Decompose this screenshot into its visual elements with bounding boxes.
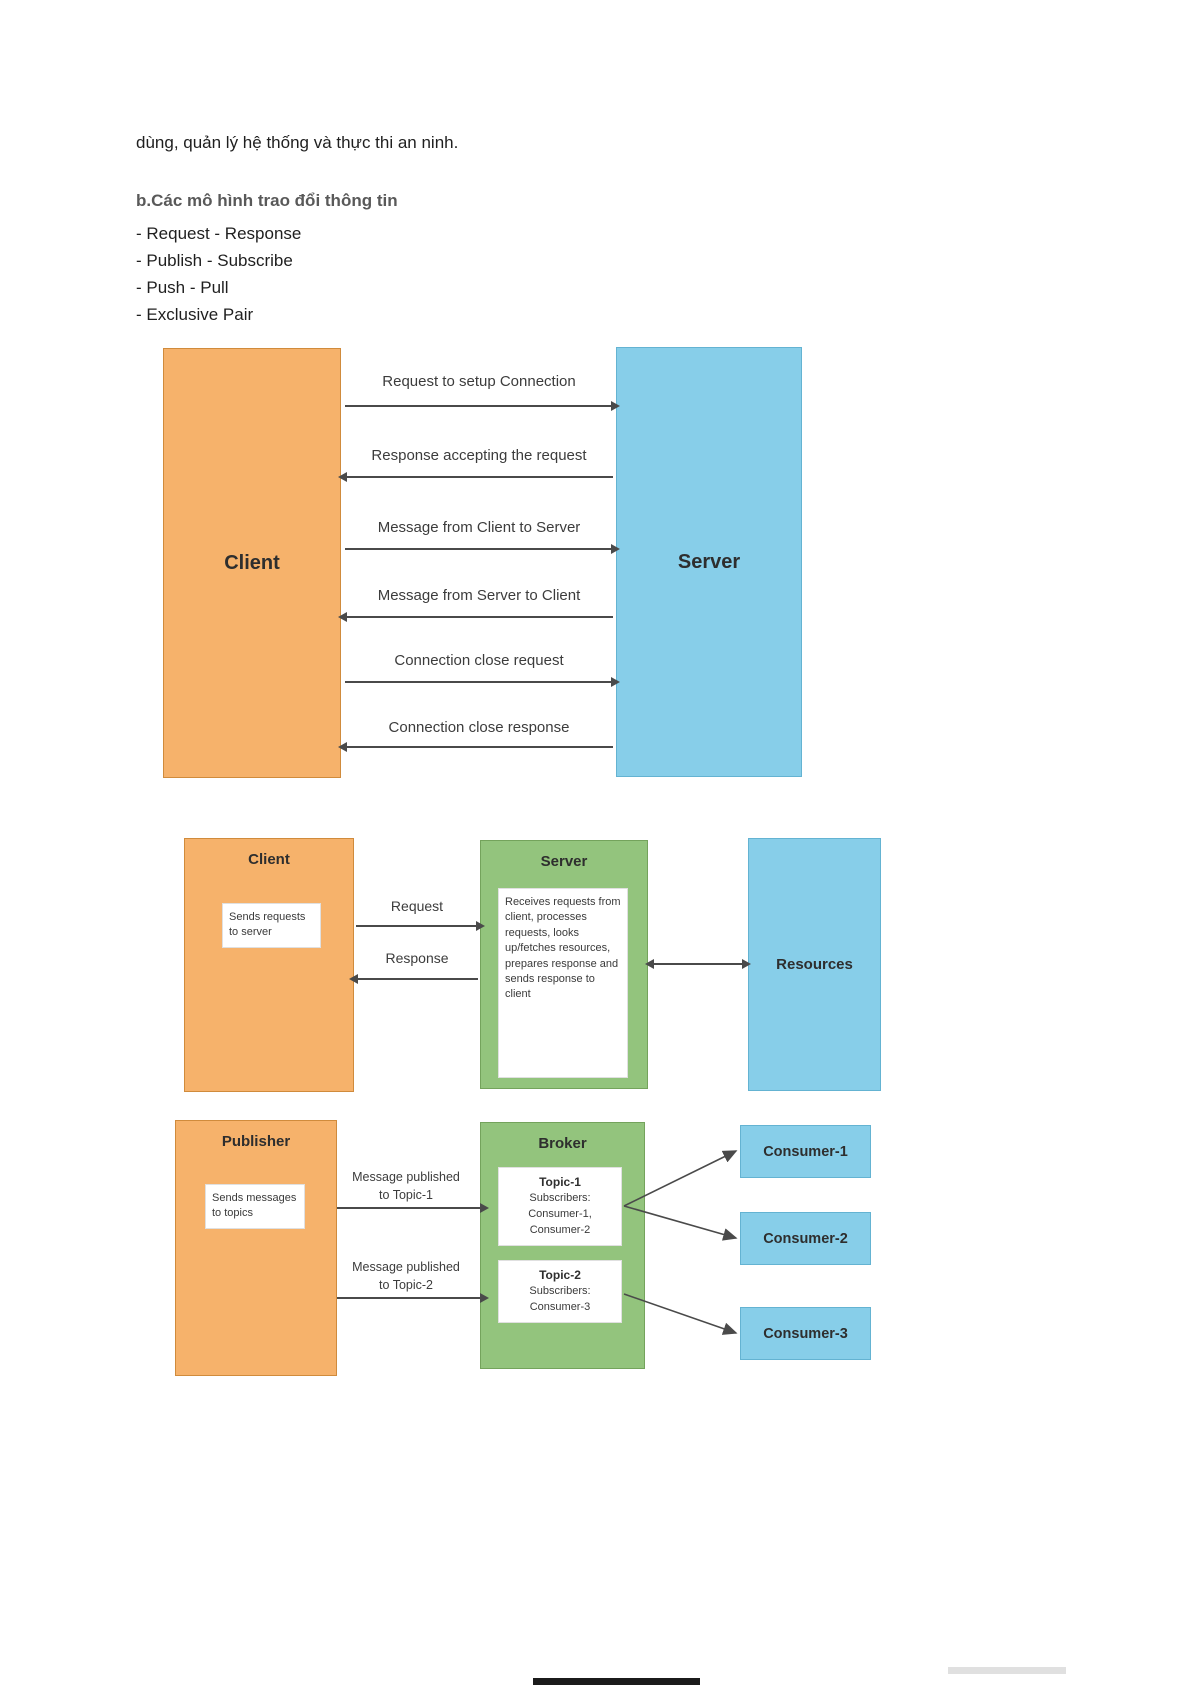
request-arrow [356,921,485,931]
topic1-title: Topic-1 [539,1175,581,1189]
client-note: Sends requests to server [222,903,321,948]
message-label-2: Message published to Topic-2 [352,1260,460,1293]
arrow-label: Connection close request [394,652,564,669]
section-heading: b.Các mô hình trao đổi thông tin [136,191,398,210]
client-label: Client [224,551,280,574]
arrow-label: Message from Client to Server [377,519,581,536]
arrow-right [345,401,620,411]
footer-smudge [948,1667,1066,1674]
list-item: - Request - Response [136,224,302,243]
topic2-title: Topic-2 [539,1268,581,1282]
publish-arrow-2 [337,1293,489,1303]
client-title: Client [248,851,290,868]
client-box-2: Client [184,838,354,1092]
publisher-box: Publisher [175,1120,337,1376]
consumer-1-box: Consumer-1 [740,1125,871,1178]
server-title: Server [540,853,588,870]
consumer-2-box: Consumer-2 [740,1212,871,1265]
topic1-line: Subscribers: [529,1192,591,1205]
topic2-line: Subscribers: [529,1285,591,1298]
arrow-label: Response accepting the request [371,447,587,464]
arrow-left [338,472,613,482]
topic2-line: Consumer-3 [529,1301,591,1314]
arrow-label: Connection close response [388,719,570,736]
publisher-note: Sends messages to topics [205,1184,305,1229]
server-label: Server [677,550,741,573]
arrow-left [338,742,613,752]
list-item: - Exclusive Pair [136,305,254,324]
server-box: Server [616,347,802,777]
consumer-3-box: Consumer-3 [740,1307,871,1360]
arrow-label: Request to setup Connection [382,373,576,390]
response-label: Response [385,950,449,966]
arrow-label: Message from Server to Client [377,587,581,604]
request-label: Request [390,898,444,914]
client-box: Client [163,348,341,778]
resources-label: Resources [776,956,853,973]
publisher-title: Publisher [221,1133,291,1150]
server-note: Receives requests from client, processes… [498,888,628,1078]
arrow-right [345,544,620,554]
server-resources-arrow [645,959,751,969]
resources-box: Resources [748,838,881,1091]
broker-title: Broker [538,1135,587,1152]
publish-arrow-1 [337,1203,489,1213]
consumer-3-label: Consumer-3 [763,1325,848,1342]
footer-artifact [533,1678,700,1685]
consumer-2-label: Consumer-2 [763,1230,848,1247]
message-label-1: Message published to Topic-1 [352,1170,460,1203]
list-item: - Push - Pull [136,278,229,297]
arrow-left [338,612,613,622]
consumer-1-label: Consumer-1 [763,1143,848,1160]
topic2-box: Topic-2 Subscribers: Consumer-3 [498,1260,622,1324]
topic1-line: Consumer-1, [528,1208,592,1221]
topic1-box: Topic-1 Subscribers: Consumer-1, Consume… [498,1167,622,1247]
topic1-line: Consumer-2 [529,1224,591,1237]
list-item: - Publish - Subscribe [136,251,293,270]
arrow-right [345,677,620,687]
response-arrow [349,974,478,984]
intro-text: dùng, quản lý hệ thống và thực thi an ni… [136,133,459,152]
